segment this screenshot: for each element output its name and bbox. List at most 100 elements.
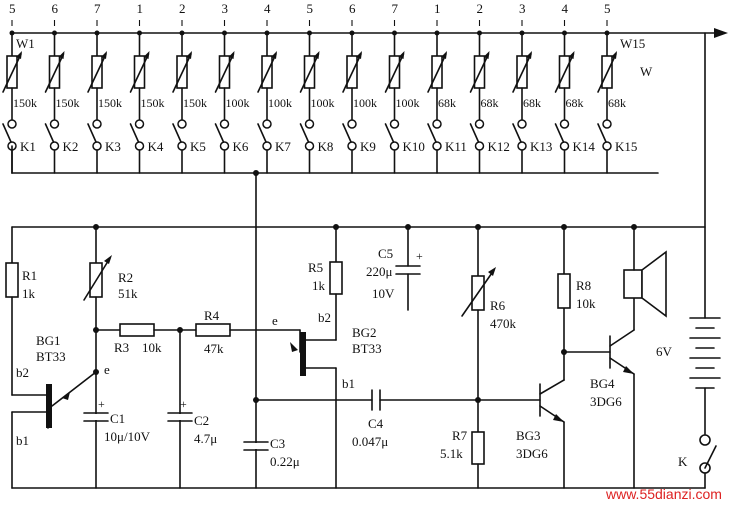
adjust-arrow	[384, 53, 405, 93]
r4-resistor	[195, 323, 231, 337]
c4-name: C4	[368, 416, 384, 431]
bg3-type: 3DG6	[516, 446, 548, 461]
c2-name: C2	[194, 413, 209, 428]
switch-lever	[469, 123, 480, 143]
note-number: 3	[519, 1, 526, 16]
switch-contact-top	[7, 119, 17, 129]
bg3-name: BG3	[516, 428, 541, 443]
switch-contact-top	[389, 119, 400, 129]
bg1-name: BG1	[36, 333, 61, 348]
switch-lever	[257, 123, 267, 143]
c1-name: C1	[110, 411, 125, 426]
battery-value: 6V	[656, 344, 673, 359]
top-bus-arrow	[714, 28, 728, 38]
resistor-value: 68k	[608, 96, 626, 110]
resistor-value: 68k	[481, 96, 499, 110]
bg1-pin-b2: b2	[16, 365, 29, 380]
bg2-pin-e: e	[272, 313, 278, 328]
switch-contact-top	[602, 119, 612, 129]
note-number: 7	[392, 1, 399, 16]
arrow-head	[313, 51, 320, 59]
switch-contact-top	[474, 119, 485, 129]
adjust-arrow	[554, 53, 575, 93]
c2-value: 4.7μ	[194, 431, 217, 446]
switch-contact-top	[49, 119, 60, 129]
arrow-head	[398, 51, 405, 59]
key-label: K2	[63, 139, 79, 154]
bg1-type: BT33	[36, 349, 66, 364]
note-number: 1	[137, 1, 144, 16]
adjust-arrow	[299, 53, 320, 93]
arrow-head	[356, 51, 362, 59]
switch-lever	[87, 123, 97, 143]
watermark-text: www.55dianzi.com	[605, 486, 722, 502]
r8-resistor	[557, 273, 571, 309]
adjust-arrow	[87, 53, 107, 93]
arrow-head	[16, 51, 22, 59]
switch-lever	[554, 123, 565, 143]
key-label: K3	[105, 139, 121, 154]
bg4-type: 3DG6	[590, 394, 622, 409]
key-label: K6	[233, 139, 249, 154]
r5-name: R5	[308, 260, 323, 275]
key-label: K15	[615, 139, 637, 154]
key-label: K14	[573, 139, 596, 154]
switch-contact-top	[304, 119, 315, 129]
note-number: 5	[307, 1, 314, 16]
note-number: 7	[94, 1, 101, 16]
switch-lever	[2, 123, 12, 143]
key-label: K8	[318, 139, 334, 154]
bg2-transistor	[290, 329, 337, 376]
arrow-head	[186, 51, 192, 59]
switch-contact-bottom	[517, 141, 527, 151]
key-label: K4	[148, 139, 164, 154]
r2-arrow	[104, 255, 112, 264]
resistor-value: 150k	[183, 96, 207, 110]
power-switch	[699, 434, 717, 489]
switch-contact-bottom	[602, 141, 612, 151]
bg2-pin-b1: b1	[342, 376, 355, 391]
r7-resistor	[471, 431, 485, 465]
r2-name: R2	[118, 270, 133, 285]
switch-contact-top	[134, 119, 145, 129]
c1-plus: +	[98, 397, 105, 411]
r8-junction	[561, 349, 567, 355]
r6-value: 470k	[490, 316, 517, 331]
r5-junction	[333, 224, 339, 230]
switch-contact-top	[347, 119, 357, 129]
adjust-arrow	[597, 53, 617, 93]
switch-lever	[44, 123, 55, 143]
r3-name: R3	[114, 340, 129, 355]
bg4-name: BG4	[590, 376, 615, 391]
arrow-head	[101, 51, 107, 59]
adjust-arrow	[129, 53, 150, 93]
switch-lever	[512, 123, 522, 143]
switch-contact-bottom	[219, 141, 230, 151]
note-number: 4	[264, 1, 271, 16]
bg2-pin-b2: b2	[318, 310, 331, 325]
bg3-junction	[561, 224, 567, 230]
speaker-junction	[631, 224, 637, 230]
arrow-head	[143, 51, 150, 59]
switch-contact-bottom	[559, 141, 570, 151]
arrow-head	[568, 51, 575, 59]
key-label: K10	[403, 139, 425, 154]
c5-junction	[405, 224, 411, 230]
note-number: 3	[222, 1, 229, 16]
switch-contact-bottom	[432, 141, 442, 151]
switch-lever	[129, 123, 140, 143]
c1-junction	[93, 369, 99, 375]
r2-value: 51k	[118, 286, 138, 301]
r8-value: 10k	[576, 296, 596, 311]
r8-name: R8	[576, 278, 591, 293]
switch-contact-bottom	[177, 141, 187, 151]
c5-plus: +	[416, 249, 423, 263]
resistor-value: 68k	[438, 96, 456, 110]
